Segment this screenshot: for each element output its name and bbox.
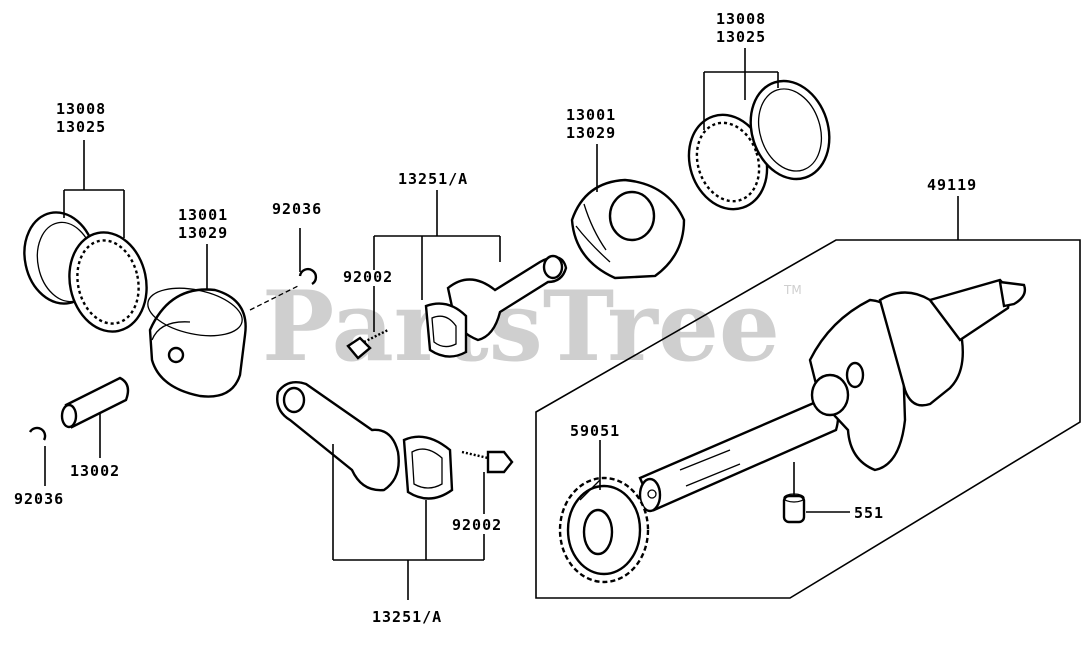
leader-rod-top [373, 190, 501, 300]
label-gear: 59051 [570, 422, 620, 440]
woodruff-key[interactable] [782, 493, 806, 524]
label-bolt-bottom: 92002 [452, 516, 502, 534]
label-rod-bottom: 13251/A [372, 608, 442, 626]
circlip-bottom[interactable] [28, 426, 47, 441]
crank-gear[interactable] [558, 476, 650, 584]
label-piston-right-1: 13001 [566, 106, 616, 124]
label-rings-right-1: 13008 [716, 10, 766, 28]
label-crank: 49119 [927, 176, 977, 194]
label-clip-bottom: 92036 [14, 490, 64, 508]
connecting-rod-top[interactable] [424, 254, 568, 358]
label-key: 551 [854, 504, 884, 522]
piston-left[interactable] [143, 281, 247, 398]
leader-rings-left [63, 140, 125, 238]
piston-right[interactable] [570, 178, 686, 280]
label-pin: 13002 [70, 462, 120, 480]
bolt-bottom[interactable] [461, 450, 514, 474]
piston-rings-right[interactable] [677, 71, 842, 220]
leader-rings-right [703, 48, 779, 130]
piston-pin[interactable] [60, 376, 130, 429]
bolt-top[interactable] [346, 328, 389, 360]
crankshaft-frame [535, 239, 1081, 599]
label-bolt-top: 92002 [343, 268, 393, 286]
crankshaft[interactable] [638, 278, 1027, 513]
label-rod-top: 13251/A [398, 170, 468, 188]
label-rings-left-2: 13025 [56, 118, 106, 136]
label-piston-left-2: 13029 [178, 224, 228, 242]
piston-rings-left[interactable] [16, 206, 155, 339]
label-rings-left-1: 13008 [56, 100, 106, 118]
label-rings-right-2: 13025 [716, 28, 766, 46]
watermark-trademark: TM [783, 283, 802, 297]
label-piston-right-2: 13029 [566, 124, 616, 142]
connecting-rod-bottom[interactable] [276, 381, 454, 500]
label-clip-top: 92036 [272, 200, 322, 218]
circlip-top[interactable] [298, 267, 318, 286]
leader-rod-bottom [332, 444, 484, 600]
assembly-line-pin [249, 284, 301, 311]
label-piston-left-1: 13001 [178, 206, 228, 224]
